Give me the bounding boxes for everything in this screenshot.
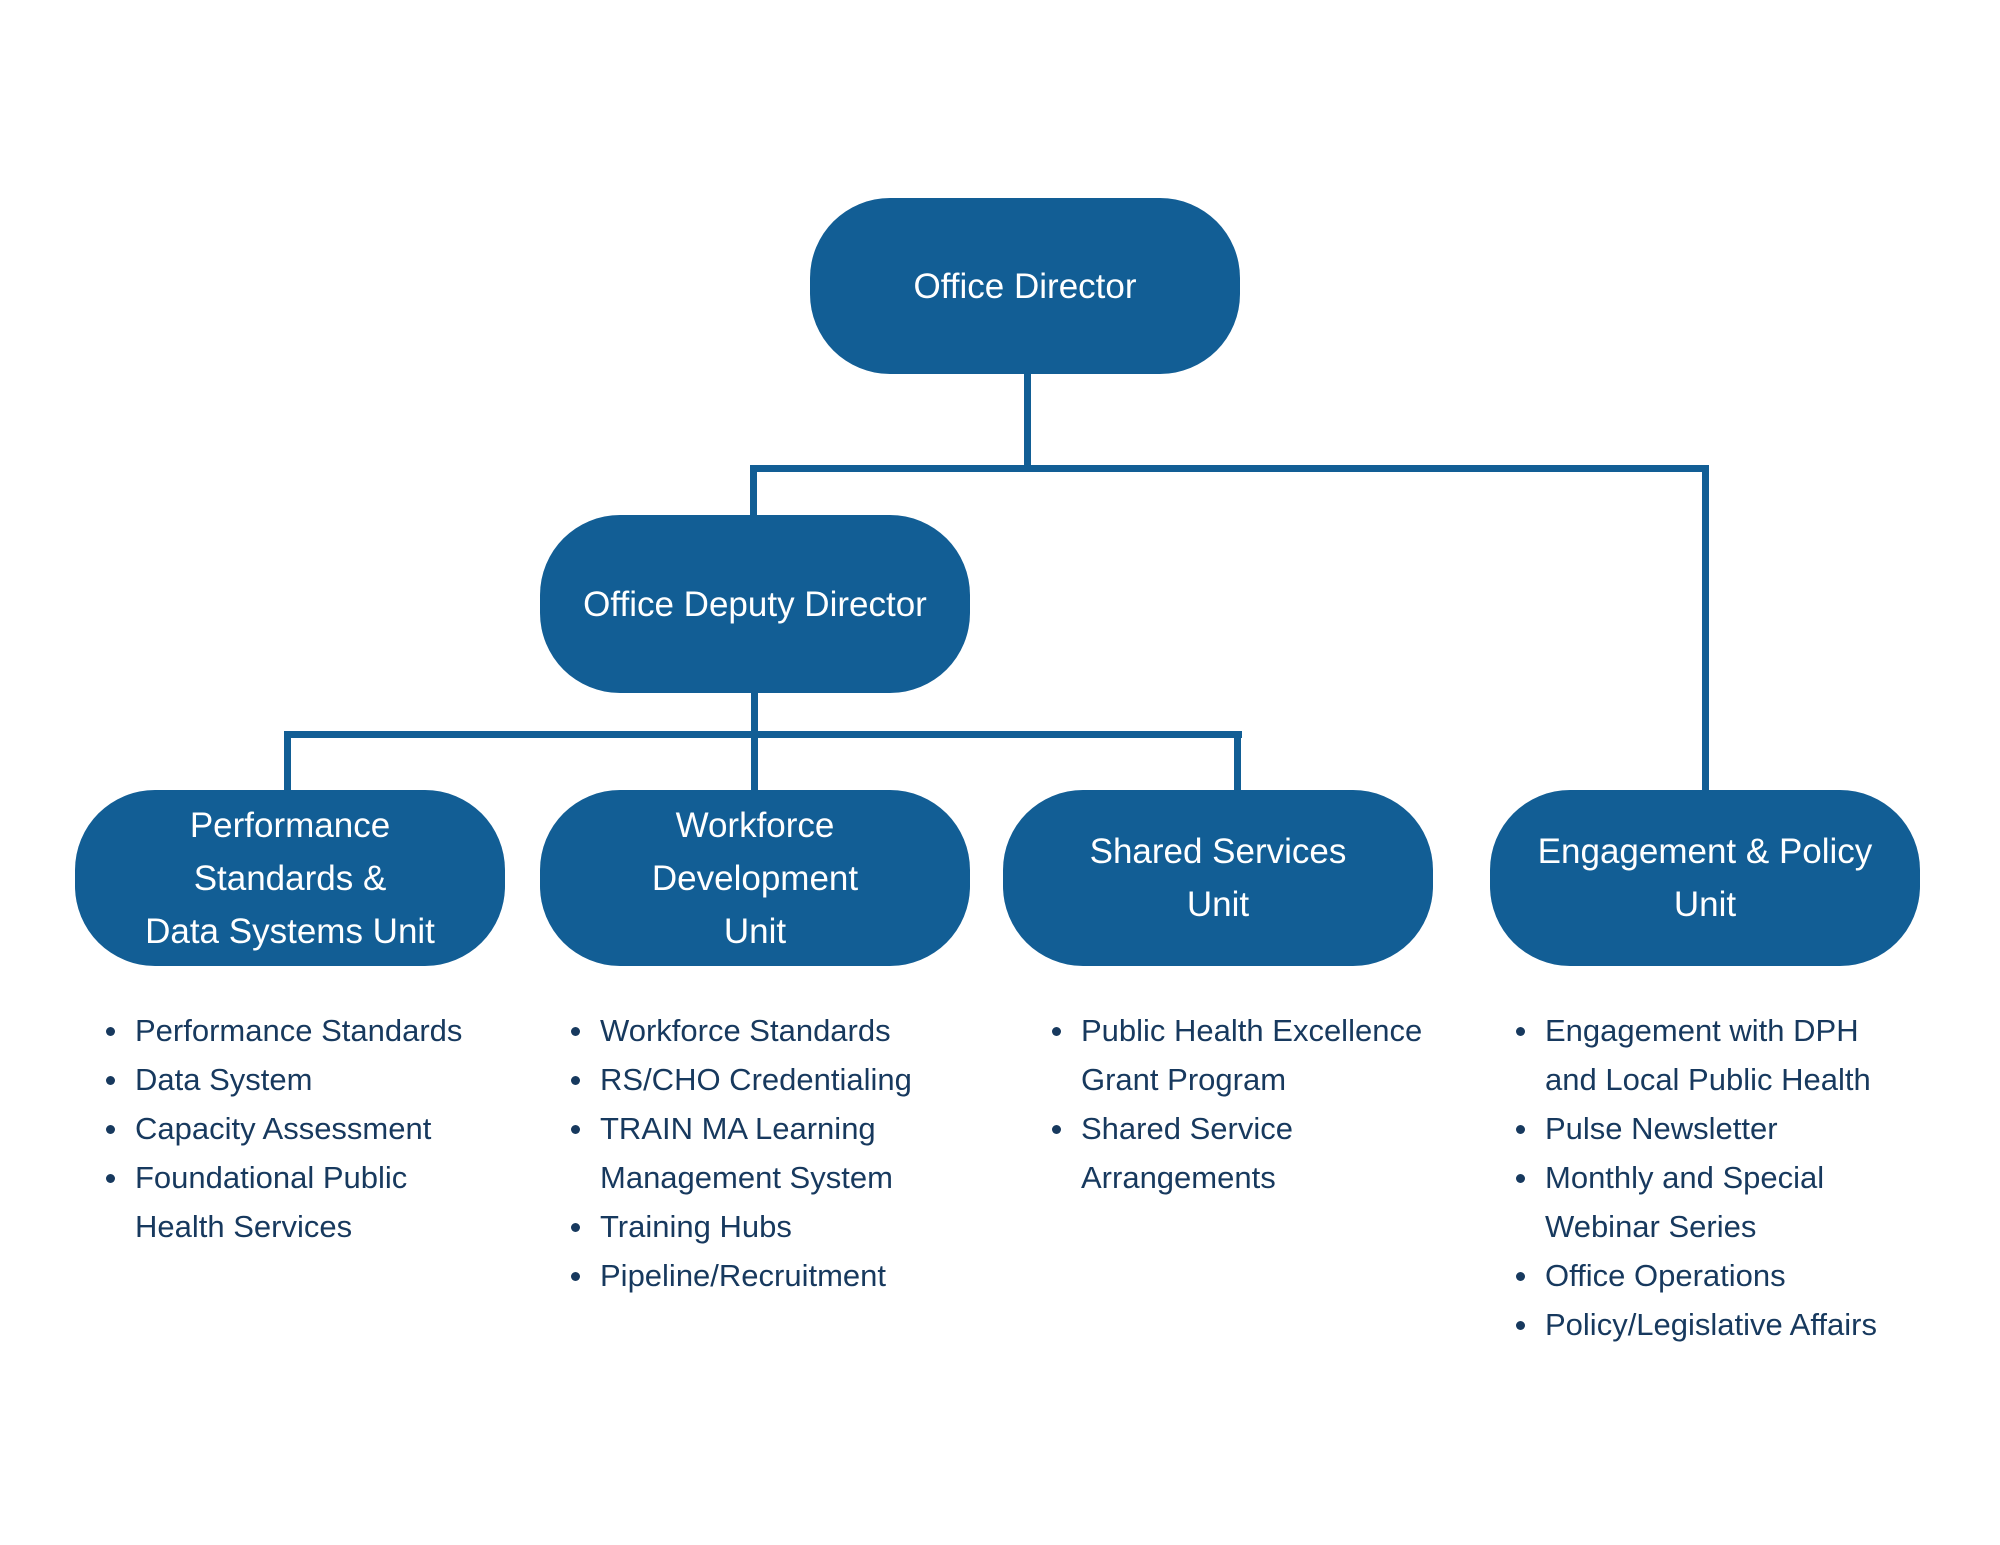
list-item: Foundational Public Health Services bbox=[100, 1153, 570, 1251]
org-box-shared-services-unit: Shared Services Unit bbox=[1003, 790, 1433, 966]
connector-to-shared-services-unit bbox=[1234, 731, 1241, 793]
list-item: Capacity Assessment bbox=[100, 1104, 570, 1153]
list-item: TRAIN MA Learning Management System bbox=[565, 1104, 1035, 1202]
list-item: Data System bbox=[100, 1055, 570, 1104]
connector-to-deputy bbox=[750, 465, 757, 518]
list-item: Pipeline/Recruitment bbox=[565, 1251, 1035, 1300]
workforce-unit-bullet-list: Workforce Standards RS/CHO Credentialing… bbox=[565, 1006, 1035, 1300]
connector-director-drop bbox=[1024, 372, 1031, 470]
list-item: RS/CHO Credentialing bbox=[565, 1055, 1035, 1104]
list-item: Workforce Standards bbox=[565, 1006, 1035, 1055]
org-box-office-director: Office Director bbox=[810, 198, 1240, 374]
org-box-engagement-policy-unit: Engagement & Policy Unit bbox=[1490, 790, 1920, 966]
engagement-unit-bullet-list: Engagement with DPH and Local Public Hea… bbox=[1510, 1006, 1980, 1349]
connector-to-performance-unit bbox=[284, 731, 291, 793]
list-item: Pulse Newsletter bbox=[1510, 1104, 1980, 1153]
connector-top-horizontal bbox=[750, 465, 1709, 472]
connector-to-workforce-unit bbox=[751, 731, 758, 793]
org-box-office-deputy-director: Office Deputy Director bbox=[540, 515, 970, 693]
list-item: Public Health Excellence Grant Program bbox=[1046, 1006, 1516, 1104]
list-item: Office Operations bbox=[1510, 1251, 1980, 1300]
list-item: Monthly and Special Webinar Series bbox=[1510, 1153, 1980, 1251]
org-box-workforce-development-unit: Workforce Development Unit bbox=[540, 790, 970, 966]
list-item: Performance Standards bbox=[100, 1006, 570, 1055]
performance-unit-bullet-list: Performance Standards Data System Capaci… bbox=[100, 1006, 570, 1251]
list-item: Training Hubs bbox=[565, 1202, 1035, 1251]
list-item: Policy/Legislative Affairs bbox=[1510, 1300, 1980, 1349]
list-item: Shared Service Arrangements bbox=[1046, 1104, 1516, 1202]
list-item: Engagement with DPH and Local Public Hea… bbox=[1510, 1006, 1980, 1104]
connector-deputy-drop bbox=[751, 690, 758, 735]
shared-services-unit-bullet-list: Public Health Excellence Grant Program S… bbox=[1046, 1006, 1516, 1202]
org-box-performance-standards-unit: Performance Standards & Data Systems Uni… bbox=[75, 790, 505, 966]
connector-mid-horizontal bbox=[284, 731, 1242, 738]
connector-to-engagement-unit bbox=[1702, 465, 1709, 795]
